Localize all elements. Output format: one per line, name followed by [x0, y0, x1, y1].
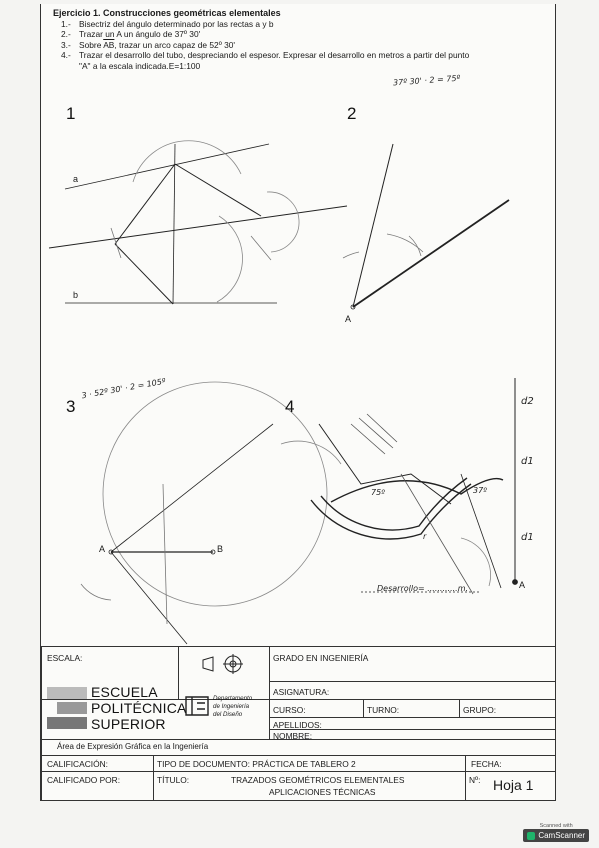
line-a-label: a	[73, 174, 79, 184]
titulo-line-1: TRAZADOS GEOMÉTRICOS ELEMENTALES	[231, 775, 405, 785]
angle-37-note: 37º	[473, 486, 487, 495]
dimension-d2: d2	[521, 396, 534, 407]
point-a-ex2: A	[345, 314, 352, 324]
desarrollo-note: Desarrollo= ............m.	[377, 584, 469, 593]
exercise-item-4: 4.-Trazar el desarrollo del tubo, despre…	[61, 50, 470, 71]
point-a-ex4: A	[519, 580, 526, 590]
titulo-line-2: APLICACIONES TÉCNICAS	[269, 787, 376, 797]
numero-label: Nº:	[469, 775, 481, 785]
department-line-1: Departamento	[213, 695, 253, 702]
exercise-title: Ejercicio 1. Construcciones geométricas …	[53, 8, 281, 18]
turno-label: TURNO:	[367, 705, 400, 715]
projection-symbol-icon	[202, 654, 243, 674]
calificado-por-label: CALIFICADO POR:	[47, 775, 121, 785]
escuela-line-3: SUPERIOR	[91, 716, 166, 732]
arc-capaz-circle	[102, 381, 328, 607]
exercise-number-3: 3	[66, 397, 76, 416]
line-b-label: b	[73, 290, 79, 300]
calificacion-label: CALIFICACIÓN:	[47, 759, 108, 769]
fecha-label: FECHA:	[471, 759, 502, 769]
area-label: Área de Expresión Gráfica en la Ingenier…	[57, 742, 209, 751]
department-line-2: de Ingeniería	[213, 703, 250, 710]
grado-label: GRADO EN INGENIERÍA	[273, 653, 369, 663]
scanned-with-label: Scanned with	[539, 823, 573, 829]
ray-up	[352, 143, 394, 308]
angle-75-note: 75º	[371, 488, 385, 497]
construction-arc	[132, 140, 242, 183]
exercise-item-3: 3.-Sobre AB, trazar un arco capaz de 52º…	[61, 39, 235, 50]
drawing-sheet: Ejercicio 1. Construcciones geométricas …	[40, 4, 556, 801]
camscanner-logo-icon	[527, 831, 536, 840]
dimension-d1-a: d1	[521, 456, 534, 467]
curso-label: CURSO:	[273, 705, 306, 715]
department-line-3: del Diseño	[213, 711, 243, 718]
department-logo-icon	[185, 696, 209, 716]
escuela-line-2: POLITÉCNICA	[91, 700, 187, 716]
exercise-number-4: 4	[285, 397, 295, 416]
hoja-number: Hoja 1	[493, 777, 534, 793]
dimension-d1-b: d1	[521, 532, 534, 543]
exercise-number-1: 1	[66, 104, 76, 123]
title-block: ESCALA: GRADO EN INGENIERÍA ASIGNATURA: …	[41, 646, 555, 801]
escala-label: ESCALA:	[47, 653, 83, 663]
eps-logo-icon	[47, 687, 87, 729]
line-a	[64, 143, 270, 190]
radius-note: r	[423, 532, 427, 541]
escuela-line-1: ESCUELA	[91, 684, 158, 700]
tipo-documento: TIPO DE DOCUMENTO: PRÁCTICA DE TABLERO 2	[157, 759, 356, 769]
exercise-item-2: 2.-Trazar un A un ángulo de 37º 30'	[61, 29, 201, 40]
camscanner-badge: CamScanner	[523, 829, 589, 842]
exercise-item-1: 1.-Bisectriz del ángulo determinado por …	[61, 18, 274, 29]
ray-37-30	[352, 199, 510, 308]
bisector-line	[48, 205, 348, 249]
grupo-label: GRUPO:	[463, 705, 497, 715]
point-b-ex3: B	[217, 544, 224, 554]
camscanner-watermark: Scanned with CamScanner	[523, 823, 589, 842]
point-a-ex3: A	[99, 544, 106, 554]
tube-outer	[330, 477, 504, 503]
exercise-number-2: 2	[347, 104, 357, 123]
apellidos-label: APELLIDOS:	[273, 720, 322, 730]
geometric-drawings	[48, 140, 518, 645]
asignatura-label: ASIGNATURA:	[273, 687, 330, 697]
exercise-header: Ejercicio 1. Construcciones geométricas …	[53, 8, 553, 72]
nombre-label: NOMBRE:	[273, 731, 313, 741]
titulo-label: TÍTULO:	[157, 775, 190, 785]
